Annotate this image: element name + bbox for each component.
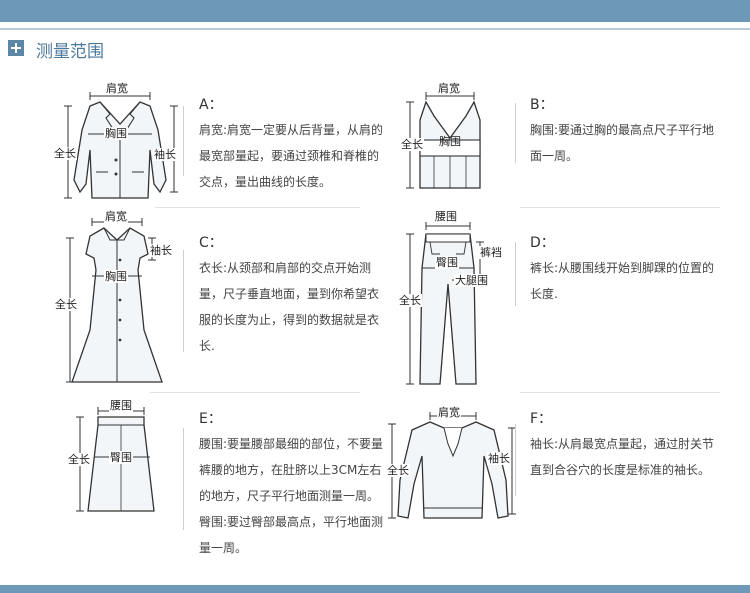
sleeve-label: 袖长 — [153, 148, 177, 161]
dress-illustration: 肩宽 袖长 胸围 全长 — [52, 210, 182, 390]
hip-label: 臀围 — [109, 451, 133, 464]
shoulder-label: 肩宽 — [437, 82, 461, 95]
description-f: F： 袖长:从肩最宽点量起，通过肘关节直到合谷穴的长度是标准的袖长。 — [530, 408, 720, 483]
sweater-drawing — [388, 412, 516, 519]
description-letter: F： — [530, 411, 553, 427]
divider — [515, 242, 516, 306]
row-divider — [150, 392, 360, 393]
chest-label: 胸围 — [104, 127, 128, 140]
row-divider — [520, 207, 720, 208]
row-divider — [155, 207, 360, 208]
description-letter: B： — [530, 97, 554, 113]
description-b: B： 胸围:要通过胸的最高点尺子平行地面一周。 — [530, 94, 715, 169]
divider — [515, 424, 516, 496]
divider — [183, 106, 184, 176]
chest-label: 胸围 — [439, 135, 461, 148]
length-label: 全长 — [53, 147, 77, 160]
description-text: 胸围:要通过胸的最高点尺子平行地面一周。 — [530, 123, 715, 163]
shoulder-label: 肩宽 — [104, 210, 128, 223]
section-title: 测量范围 — [36, 42, 104, 62]
divider — [515, 103, 516, 163]
waist-label: 腰围 — [434, 210, 458, 223]
thigh-label: 大腿围 — [454, 274, 489, 287]
length-label: 全长 — [54, 298, 78, 311]
shoulder-label: 肩宽 — [437, 406, 461, 419]
skirt-illustration: 腰围 全长 臀围 — [64, 395, 172, 517]
length-label: 全长 — [400, 138, 424, 151]
description-text: 裤长:从腰围线开始到脚踝的位置的长度. — [530, 261, 715, 301]
chest-label: 胸围 — [104, 270, 128, 283]
skirt-drawing — [76, 407, 155, 512]
row-divider — [520, 392, 720, 393]
plus-icon — [8, 40, 24, 56]
bottom-banner — [0, 585, 750, 593]
top-banner — [0, 0, 750, 22]
shoulder-label: 肩宽 — [105, 82, 129, 95]
description-text: 衣长:从颈部和肩部的交点开始测量，尺子垂直地面，量到你希望衣服的长度为止，得到的… — [199, 261, 380, 353]
description-text: 袖长:从肩最宽点量起，通过肘关节直到合谷穴的长度是标准的袖长。 — [530, 437, 715, 477]
sleeve-label: 袖长 — [487, 452, 511, 465]
description-letter: D： — [530, 235, 555, 251]
length-label: 全长 — [398, 294, 422, 307]
description-letter: E： — [199, 411, 222, 427]
waist-label: 腰围 — [109, 399, 133, 412]
description-text: 腰围:要量腰部最细的部位，不要量裤腰的地方，在肚脐以上3CM左右的地方，尺子平行… — [199, 437, 384, 555]
vest-illustration: 肩宽 胸围 全长 — [400, 80, 500, 195]
divider — [183, 428, 184, 530]
description-c: C： 衣长:从颈部和肩部的交点开始测量，尺子垂直地面，量到你希望衣服的长度为止，… — [199, 232, 389, 359]
hip-label: 臀围 — [435, 256, 459, 269]
description-text: 肩宽:肩宽一定要从后背量，从肩的最宽部量起，要通过颈椎和脊椎的交点，量出曲线的长… — [199, 123, 384, 189]
jacket-drawing — [64, 92, 178, 199]
length-label: 全长 — [67, 453, 91, 466]
pants-drawing — [406, 222, 484, 385]
length-label: 全长 — [386, 464, 410, 477]
sleeve-label: 袖长 — [149, 244, 173, 257]
crotch-label: 裤裆 — [479, 246, 503, 259]
description-e: E： 腰围:要量腰部最细的部位，不要量裤腰的地方，在肚脐以上3CM左右的地方，尺… — [199, 408, 384, 561]
description-d: D： 裤长:从腰围线开始到脚踝的位置的长度. — [530, 232, 715, 307]
pants-illustration: 腰围 裤裆 臀围 大腿围 全长 — [396, 208, 506, 390]
banner-divider — [0, 28, 750, 30]
sweater-illustration: 肩宽 全长 袖长 — [386, 400, 520, 530]
description-a: A： 肩宽:肩宽一定要从后背量，从肩的最宽部量起，要通过颈椎和脊椎的交点，量出曲… — [199, 94, 384, 195]
jacket-illustration: 肩宽 胸围 全长 袖长 — [52, 80, 184, 210]
divider — [183, 250, 184, 352]
description-letter: A： — [199, 97, 223, 113]
description-letter: C： — [199, 235, 223, 251]
